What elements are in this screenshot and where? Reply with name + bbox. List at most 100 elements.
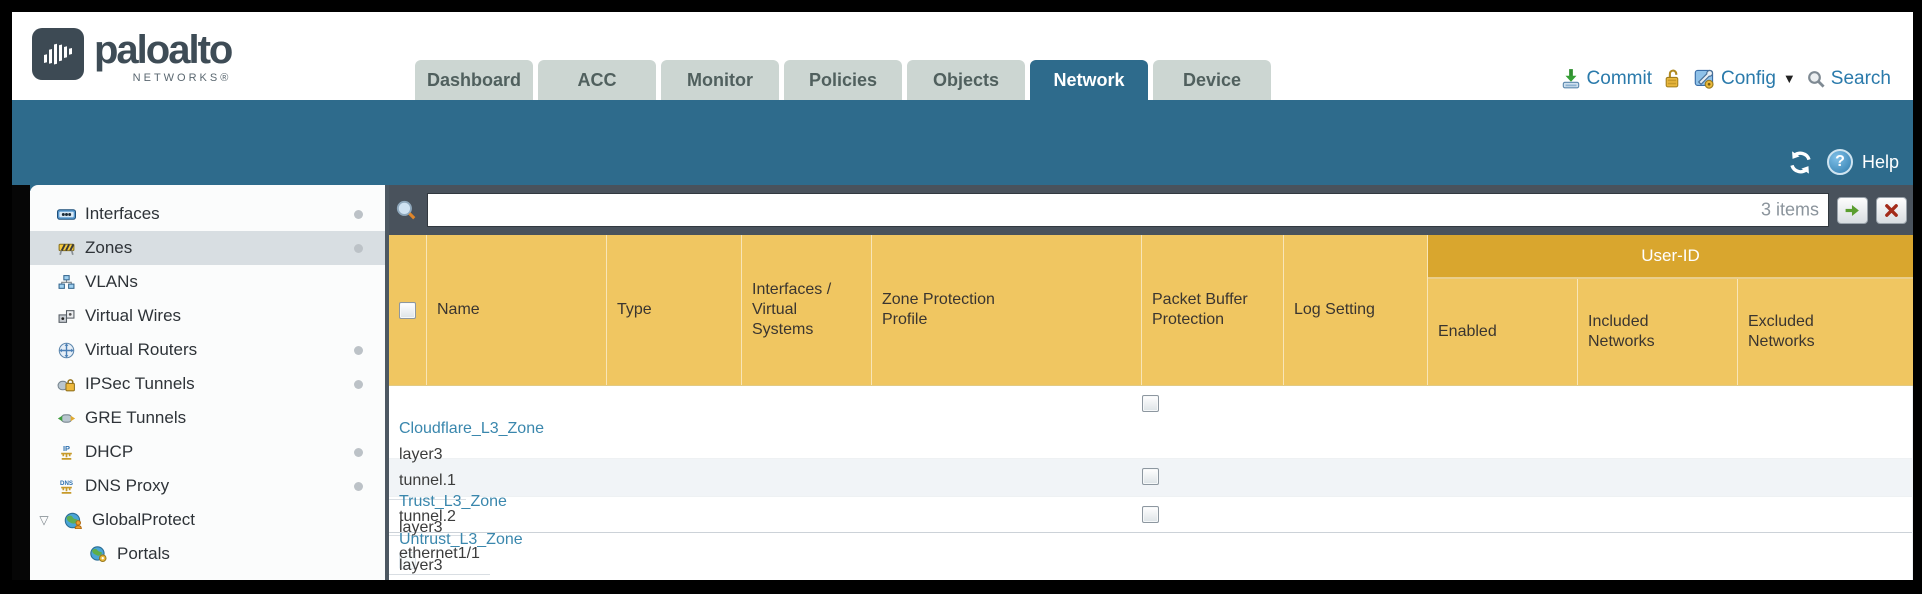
- col-header-included-networks[interactable]: Included Networks: [1578, 279, 1738, 385]
- tab-dashboard[interactable]: Dashboard: [415, 60, 533, 100]
- zone-name-link[interactable]: Untrust_L3_Zone: [399, 531, 523, 548]
- col-header-excluded-networks[interactable]: Excluded Networks: [1748, 313, 1815, 350]
- sidebar-item-label: Zones: [85, 238, 133, 257]
- sidebar-item-globalprotect[interactable]: ▽ GlobalProtect: [30, 503, 385, 537]
- sidebar-item-label: Virtual Wires: [85, 306, 182, 325]
- filter-bar: 3 items: [389, 185, 1913, 235]
- ipsec-tunnels-icon: [56, 377, 76, 392]
- close-icon: [1885, 203, 1898, 217]
- status-dot: [354, 209, 363, 219]
- row-checkbox[interactable]: [1142, 468, 1159, 485]
- sidebar-item-label: DHCP: [85, 442, 134, 461]
- status-dot: [354, 447, 363, 457]
- zones-table-header: Name Type Interfaces / Virtual Systems Z…: [389, 235, 1913, 386]
- filter-input[interactable]: [427, 193, 1829, 227]
- tab-policies[interactable]: Policies: [784, 60, 902, 100]
- sidebar-item-vlans[interactable]: VLANs: [30, 265, 385, 299]
- zone-type: layer3: [389, 549, 1913, 575]
- zone-name-link[interactable]: Trust_L3_Zone: [399, 493, 507, 510]
- col-header-type[interactable]: Type: [607, 235, 742, 385]
- tab-network[interactable]: Network: [1030, 60, 1148, 100]
- vlans-icon: [56, 274, 76, 290]
- sidebar-item-virtual-wires[interactable]: Virtual Wires: [30, 299, 385, 333]
- sidebar-item-label: DNS Proxy: [85, 476, 170, 495]
- sidebar-item-interfaces[interactable]: Interfaces: [30, 197, 385, 231]
- sidebar-item-dhcp[interactable]: IP DHCP: [30, 435, 385, 469]
- sidebar-item-label: Gateways: [117, 578, 193, 580]
- col-header-log-setting[interactable]: Log Setting: [1284, 235, 1428, 385]
- col-header-packet-buffer-protection[interactable]: Packet Buffer Protection: [1142, 235, 1284, 385]
- sidebar-item-label: IPSec Tunnels: [85, 374, 195, 393]
- zone-interface: tunnel.1: [389, 464, 466, 500]
- left-gutter: [12, 185, 30, 580]
- sidebar-item-gateways[interactable]: Gateways: [30, 571, 385, 580]
- col-header-enabled[interactable]: Enabled: [1428, 279, 1578, 385]
- zone-type: layer3: [389, 438, 1913, 464]
- status-dot: [354, 481, 363, 491]
- zones-table-body: Cloudflare_L3_Zone layer3 tunnel.1 tunne…: [389, 386, 1913, 580]
- sidebar-item-virtual-routers[interactable]: Virtual Routers: [30, 333, 385, 367]
- sidebar-resizer[interactable]: [385, 185, 389, 580]
- zones-panel: 3 items Name Type Interfaces / Virtual S…: [389, 185, 1913, 580]
- clear-filter-button[interactable]: [1876, 196, 1907, 224]
- tab-objects[interactable]: Objects: [907, 60, 1025, 100]
- zone-interface: ethernet1/1: [389, 537, 490, 575]
- lock-icon[interactable]: [1662, 68, 1683, 89]
- globalprotect-icon: [63, 512, 83, 529]
- green-arrow-icon: [1845, 204, 1859, 216]
- paloalto-logo-icon: [32, 28, 84, 80]
- col-header-name[interactable]: Name: [427, 235, 607, 385]
- sidebar-item-label: Portals: [117, 544, 170, 563]
- sidebar-item-label: Virtual Routers: [85, 340, 198, 359]
- apply-filter-button[interactable]: [1837, 196, 1868, 224]
- interfaces-icon: [56, 207, 76, 222]
- dhcp-icon: IP: [56, 444, 76, 461]
- packet-buffer-protection-checkbox[interactable]: [399, 552, 416, 569]
- refresh-icon[interactable]: [1788, 150, 1813, 175]
- help-label: Help: [1861, 151, 1899, 172]
- svg-text:IP: IP: [62, 444, 69, 453]
- status-dot: [354, 379, 363, 389]
- tab-device[interactable]: Device: [1153, 60, 1271, 100]
- expander-caret-icon[interactable]: ▽: [39, 513, 49, 527]
- global-search-button[interactable]: Search: [1806, 68, 1891, 90]
- network-sidebar: Interfaces Zones VLANs Virtua: [30, 185, 385, 580]
- portals-icon: [88, 545, 108, 563]
- main-nav-tabs: Dashboard ACC Monitor Policies Objects N…: [415, 60, 1271, 100]
- config-dropdown[interactable]: Config ▼: [1693, 67, 1796, 90]
- dns-proxy-icon: DNS: [56, 478, 76, 495]
- sidebar-item-label: VLANs: [85, 272, 138, 291]
- sidebar-item-label: GlobalProtect: [92, 510, 195, 529]
- sidebar-item-zones[interactable]: Zones: [30, 231, 385, 265]
- virtual-routers-icon: [56, 342, 76, 359]
- row-checkbox[interactable]: [1142, 506, 1159, 523]
- top-header: paloalto NETWORKS® Dashboard ACC Monitor…: [12, 12, 1913, 100]
- row-checkbox[interactable]: [1142, 395, 1159, 412]
- zones-icon: [56, 241, 76, 256]
- sidebar-item-ipsec-tunnels[interactable]: IPSec Tunnels: [30, 367, 385, 401]
- table-row: Trust_L3_Zone layer3 ethernet1/1 any non…: [389, 458, 1913, 580]
- col-header-zone-protection-profile[interactable]: Zone Protection Profile: [872, 235, 1142, 385]
- col-header-interfaces[interactable]: Interfaces / Virtual Systems: [742, 235, 872, 385]
- commit-button[interactable]: Commit: [1560, 68, 1652, 90]
- sidebar-item-gre-tunnels[interactable]: GRE Tunnels: [30, 401, 385, 435]
- tab-acc[interactable]: ACC: [538, 60, 656, 100]
- col-group-user-id: User-ID: [1428, 235, 1913, 279]
- filter-search-icon: [393, 199, 419, 222]
- help-icon: ?: [1826, 149, 1853, 175]
- zone-interface: ethernet1/2: [389, 575, 490, 580]
- sub-header-band: ? Help: [12, 100, 1913, 185]
- chevron-down-icon: ▼: [1782, 71, 1796, 86]
- help-button[interactable]: ? Help: [1826, 149, 1899, 175]
- select-all-checkbox[interactable]: [399, 301, 416, 319]
- sidebar-item-portals[interactable]: Portals: [30, 537, 385, 571]
- sidebar-item-dns-proxy[interactable]: DNS DNS Proxy: [30, 469, 385, 503]
- tab-monitor[interactable]: Monitor: [661, 60, 779, 100]
- gateways-icon: [88, 579, 108, 580]
- table-row: Cloudflare_L3_Zone layer3 tunnel.1 tunne…: [389, 386, 1913, 580]
- table-row: Untrust_L3_Zone layer3 ethernet1/2 Untru…: [389, 496, 1913, 580]
- config-icon: [1694, 69, 1714, 89]
- zone-name-link[interactable]: Cloudflare_L3_Zone: [399, 420, 544, 437]
- soundwave-bars-icon: [44, 43, 72, 65]
- zone-interface: tunnel.2: [389, 500, 466, 536]
